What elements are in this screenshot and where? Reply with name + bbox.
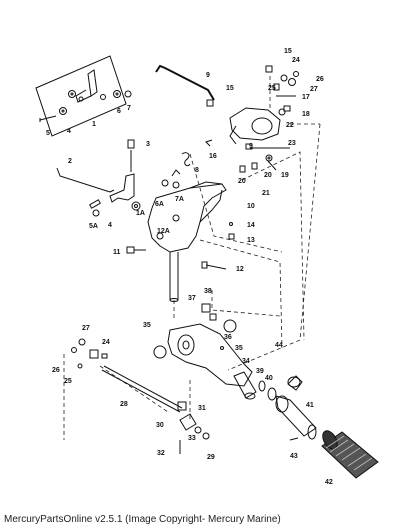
callout-13: 13 <box>247 237 255 244</box>
callout-7: 7 <box>127 105 131 112</box>
callout-36: 36 <box>224 334 232 341</box>
throttle-cam-housing <box>147 181 227 253</box>
callout-31: 31 <box>198 405 206 412</box>
callout-28: 28 <box>120 401 128 408</box>
callout-27b: 27 <box>82 325 90 332</box>
cam-bracket <box>205 65 299 173</box>
callout-16: 16 <box>209 153 217 160</box>
callout-6: 6 <box>117 108 121 115</box>
callout-20b: 20 <box>264 172 272 179</box>
vertical-shaft <box>169 252 179 302</box>
callout-24b: 24 <box>102 339 110 346</box>
callout-15b: 15 <box>284 48 292 55</box>
callout-29: 29 <box>207 454 215 461</box>
callout-7a: 7A <box>175 196 184 203</box>
callout-22: 22 <box>286 122 294 129</box>
callout-4b: 4 <box>108 222 112 229</box>
callout-38: 38 <box>204 288 212 295</box>
callout-42: 42 <box>325 479 333 486</box>
callout-43: 43 <box>290 453 298 460</box>
callout-27a: 27 <box>310 86 318 93</box>
inset-hardware <box>39 90 132 122</box>
callout-26b: 26 <box>52 367 60 374</box>
callout-40: 40 <box>265 375 273 382</box>
callout-26a: 26 <box>316 76 324 83</box>
callout-33: 33 <box>188 435 196 442</box>
callout-9b: 9 <box>249 143 253 150</box>
inset-bracket <box>75 69 98 103</box>
callout-21: 21 <box>262 190 270 197</box>
callout-2: 2 <box>68 158 72 165</box>
callout-44: 44 <box>275 342 283 349</box>
exploded-parts-diagram: 5 4 1 6 7 9 3 2 8 16 6A 7A 1A 5A 4 12A 1… <box>35 48 379 486</box>
callout-41: 41 <box>306 402 314 409</box>
shift-link-rod <box>71 338 210 454</box>
callout-35b: 35 <box>235 345 243 352</box>
callout-6a: 6A <box>155 201 164 208</box>
callout-17: 17 <box>302 94 310 101</box>
callout-34: 34 <box>242 358 250 365</box>
callout-20a: 20 <box>238 178 246 185</box>
shift-rod <box>155 64 215 101</box>
link-rod <box>56 167 115 193</box>
callout-19: 19 <box>281 172 289 179</box>
callout-5: 5 <box>46 130 50 137</box>
callout-15a: 15 <box>226 85 234 92</box>
callout-23: 23 <box>288 140 296 147</box>
callout-1: 1 <box>92 121 96 128</box>
callout-5a: 5A <box>89 223 98 230</box>
inset-box <box>35 55 127 137</box>
callout-25b: 25 <box>64 378 72 385</box>
callout-4a: 4 <box>67 128 71 135</box>
callout-10: 10 <box>247 203 255 210</box>
callout-3: 3 <box>146 141 150 148</box>
callout-32: 32 <box>157 450 165 457</box>
callout-9a: 9 <box>206 72 210 79</box>
callout-12: 12 <box>236 266 244 273</box>
callout-11: 11 <box>113 249 121 256</box>
callout-1a: 1A <box>136 210 145 217</box>
callout-14: 14 <box>247 222 255 229</box>
rubber-grip <box>321 430 379 479</box>
callout-39: 39 <box>256 368 264 375</box>
callout-25a: 25 <box>268 85 276 92</box>
callout-labels: 5 4 1 6 7 9 3 2 8 16 6A 7A 1A 5A 4 12A 1… <box>46 48 333 486</box>
callout-12a: 12A <box>157 228 170 235</box>
alignment-guides <box>63 76 321 440</box>
callout-30: 30 <box>156 422 164 429</box>
steering-handle-housing <box>153 303 253 387</box>
throttle-grip-parts <box>233 371 317 441</box>
spring <box>181 152 191 167</box>
small-hardware <box>126 99 235 270</box>
callout-18: 18 <box>302 111 310 118</box>
callout-37: 37 <box>188 295 196 302</box>
copyright-caption: MercuryPartsOnline v2.5.1 (Image Copyrig… <box>4 514 281 525</box>
throttle-lever <box>88 139 181 217</box>
callout-24a: 24 <box>292 57 300 64</box>
callout-35a: 35 <box>143 322 151 329</box>
callout-8: 8 <box>195 167 199 174</box>
